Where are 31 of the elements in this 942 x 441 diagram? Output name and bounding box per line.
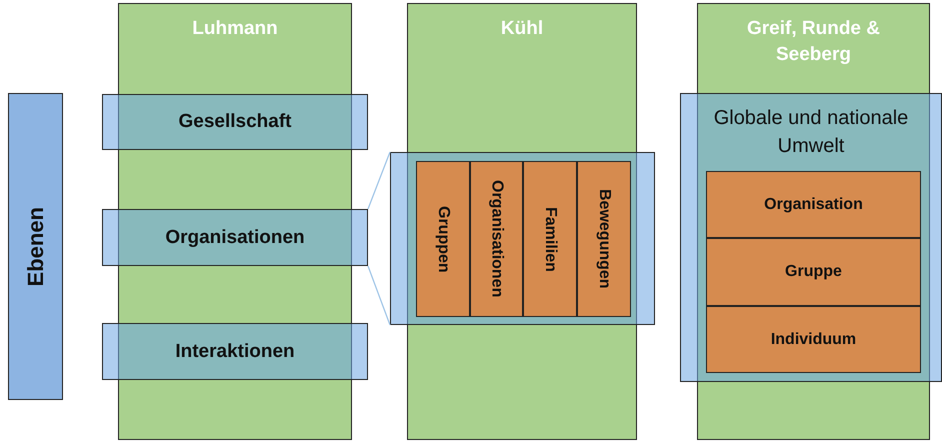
level-cell [706, 238, 921, 306]
zoom-line [367, 152, 391, 210]
column-heading: Kühl [500, 17, 544, 41]
level-label: Bewegungen [595, 189, 613, 289]
level-label: Ebenen [22, 206, 48, 286]
level-label: Individuum [770, 330, 856, 348]
level-band [102, 94, 368, 150]
level-label: Interaktionen [175, 340, 295, 362]
level-cell [577, 161, 631, 317]
level-label: Familien [541, 206, 559, 272]
level-band [102, 323, 368, 380]
column-panel [118, 3, 352, 440]
level-label: Gruppen [434, 206, 452, 272]
level-label: Gesellschaft [178, 111, 292, 133]
column-heading: Greif, Runde & Seeberg [746, 17, 881, 67]
level-band [390, 152, 655, 325]
level-cell [706, 171, 921, 238]
level-label: Organisationen [488, 180, 506, 298]
zoom-line [367, 266, 391, 326]
level-heading: Globale und nationale Umwelt [712, 106, 910, 159]
level-label: Organisation [764, 196, 863, 214]
level-label: Gruppe [785, 263, 842, 281]
level-cell [523, 161, 577, 317]
level-band [680, 93, 942, 382]
level-cell [706, 306, 921, 373]
level-label: Organisationen [165, 226, 305, 248]
level-bar [8, 93, 63, 400]
level-cell [416, 161, 470, 317]
level-band [102, 209, 368, 266]
column-heading: Luhmann [192, 17, 278, 41]
level-cell [470, 161, 523, 317]
